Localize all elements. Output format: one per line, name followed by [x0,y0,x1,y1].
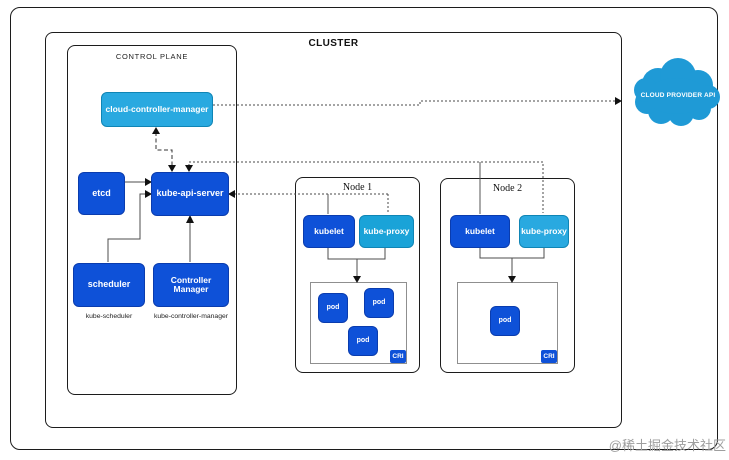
node2-pod-1: pod [490,306,520,336]
node2-title: Node 2 [492,183,523,194]
etcd-box: etcd [78,172,125,215]
cloud-controller-manager-box: cloud-controller-manager [101,92,213,127]
cluster-box [45,32,622,428]
watermark: @稀土掘金技术社区 [608,438,726,453]
node2-kube-proxy-box: kube-proxy [519,215,569,248]
outer-border [10,7,718,450]
control-plane-title: CONTROL PLANE [115,52,189,61]
node1-pod-1: pod [318,293,348,323]
cluster-title: CLUSTER [308,38,359,49]
scheduler-box: scheduler [73,263,145,307]
node1-pod-2: pod [364,288,394,318]
node2-kubelet-box: kubelet [450,215,510,248]
controller-manager-box: Controller Manager [153,263,229,307]
cloud-provider-api-label: CLOUD PROVIDER API [640,92,716,99]
node1-kube-proxy-box: kube-proxy [359,215,414,248]
node2-cri-badge: CRI [541,350,557,363]
node1-title: Node 1 [342,182,373,193]
node1-kubelet-box: kubelet [303,215,355,248]
control-plane-box [67,45,237,395]
kube-api-server-box: kube-api-server [151,172,229,216]
kube-scheduler-caption: kube-scheduler [85,313,133,320]
kube-controller-manager-caption: kube-controller-manager [153,313,229,320]
node1-pod-3: pod [348,326,378,356]
node1-cri-badge: CRI [390,350,406,363]
